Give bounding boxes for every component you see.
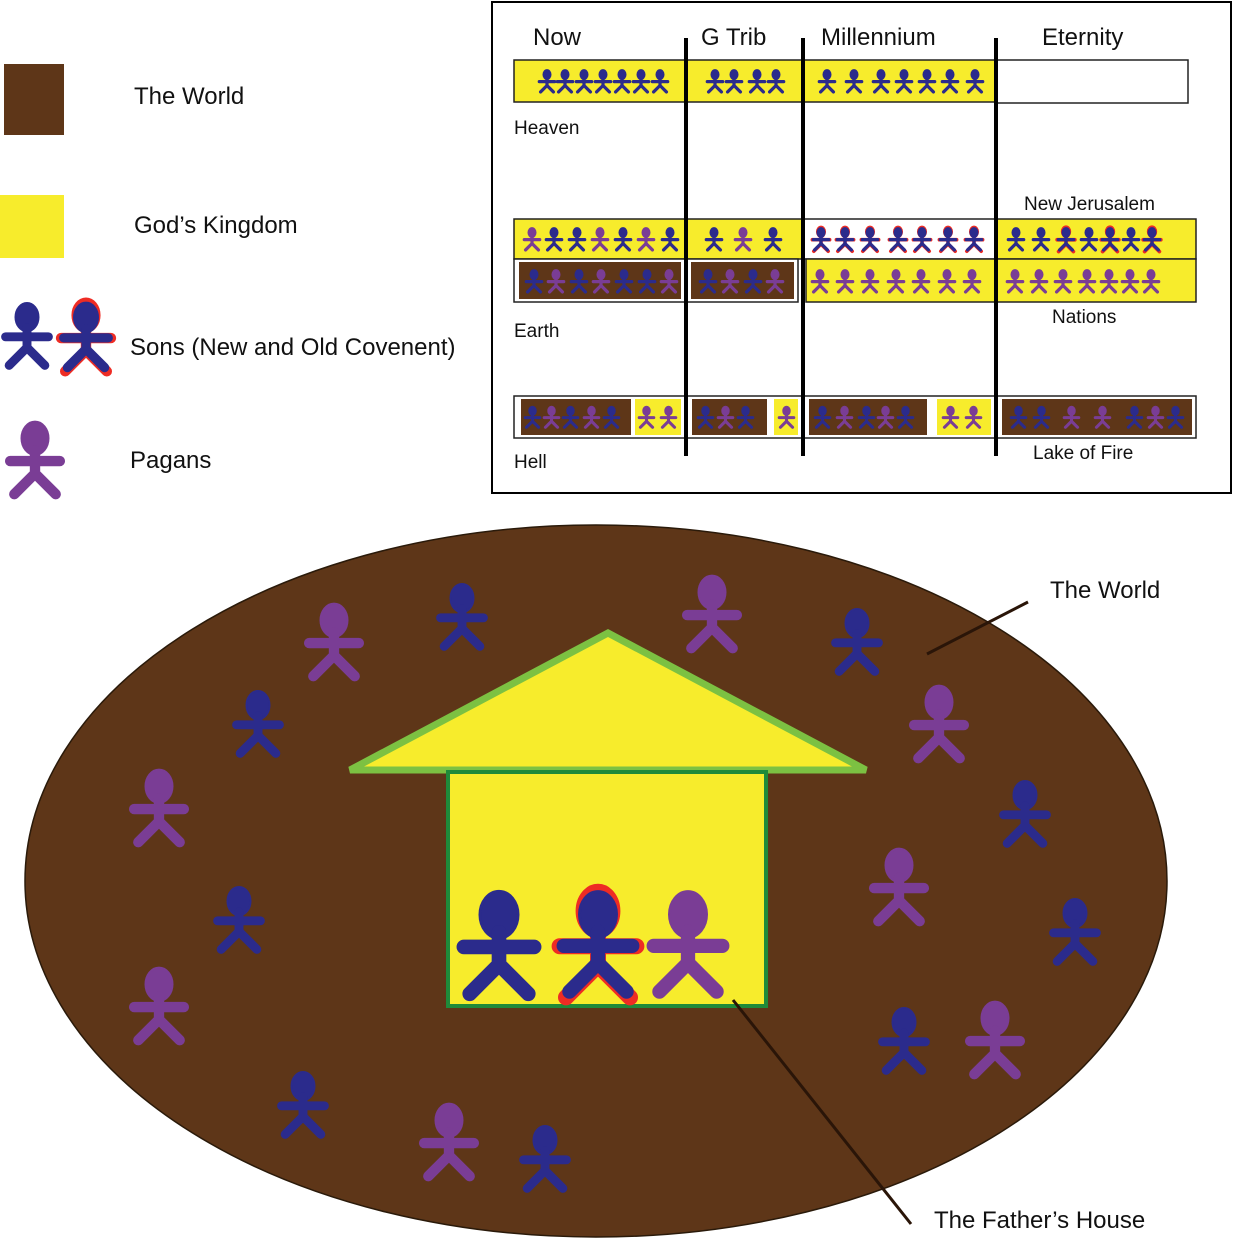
legend-son-old-icon: [61, 299, 111, 372]
hell-row: Lake of Fire Hell: [513, 395, 1197, 473]
eternity-label-lake-of-fire: Lake of Fire: [1033, 443, 1133, 464]
legend-kingdom-label: God’s Kingdom: [134, 212, 298, 239]
world-callout-label: The World: [1050, 577, 1160, 604]
timeline-frame: [491, 1, 1232, 494]
heaven-row: Heaven: [513, 59, 1189, 139]
column-header-gtrib: G Trib: [701, 24, 766, 51]
row-label-earth: Earth: [514, 321, 559, 342]
world-callout-line: [926, 600, 1029, 656]
legend-sons-label: Sons (New and Old Covenent): [130, 334, 456, 361]
earth-kingdom-row: New Jerusalem: [513, 194, 1197, 260]
nations-cell: [996, 258, 1197, 303]
timeline-dividers: [684, 38, 998, 456]
row-label-heaven: Heaven: [514, 118, 580, 139]
legend-son-new-icon: [6, 303, 49, 366]
legend-kingdom-swatch: [0, 195, 64, 258]
eternity-label-new-jerusalem: New Jerusalem: [1024, 194, 1155, 215]
row-label-hell: Hell: [514, 452, 547, 473]
legend-pagan-icon: [10, 422, 60, 495]
heaven-eternity-cell: [996, 59, 1189, 104]
legend-world-swatch: [4, 64, 64, 135]
column-header-millennium: Millennium: [821, 24, 936, 51]
legend: The World God’s Kingdom Sons (New and Ol…: [0, 64, 456, 494]
world-diagram: The World The Father’s House: [24, 524, 1168, 1238]
timeline-panel: Now G Trib Millennium Eternity Heaven Ne…: [491, 1, 1232, 494]
house-callout-line: [731, 999, 913, 1225]
earth-world-row: Nations Earth: [513, 258, 1197, 342]
eternity-label-nations: Nations: [1052, 307, 1116, 328]
column-header-now: Now: [533, 24, 582, 51]
house-callout-label: The Father’s House: [934, 1207, 1145, 1234]
legend-pagans-label: Pagans: [130, 447, 211, 474]
column-header-eternity: Eternity: [1042, 24, 1123, 51]
legend-world-label: The World: [134, 83, 244, 110]
fathers-house: [348, 629, 868, 1008]
